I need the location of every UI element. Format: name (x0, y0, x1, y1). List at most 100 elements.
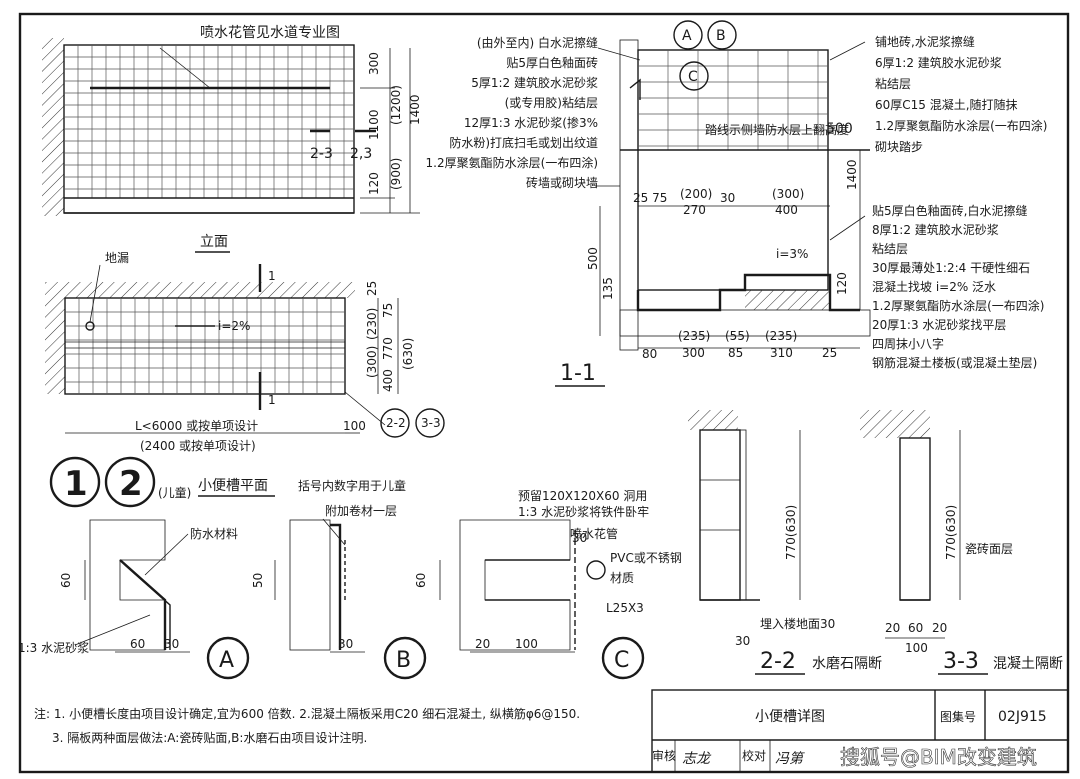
section-1-1: A B C 踏线示侧墙防水层上翻高度 500 i=3% 25 75 (200) … (555, 20, 871, 387)
dim-770: 770 (381, 337, 395, 360)
review-signature: 志龙 (682, 751, 712, 767)
sheet-frame (18, 12, 1070, 774)
dim-1200: (1200) (389, 85, 403, 125)
detail-c: 预留120X120X60 洞用 1:3 水泥砂浆将铁件卧牢 喷水花管 PVC或不… (414, 489, 682, 680)
length-note: L<6000 或按单项设计 (135, 419, 258, 433)
section-2-2-name: 水磨石隔断 (812, 656, 882, 672)
dim-100: 100 (343, 419, 366, 433)
dim-1100: 1100 (367, 109, 381, 140)
elevation-title: 立面 (200, 234, 228, 250)
dim-770c: 770(630) (944, 505, 958, 560)
layer-label: 铺地砖,水泥浆擦缝 (875, 34, 975, 49)
dim-500-top: 500 (826, 121, 853, 137)
layer-label: 60厚C15 混凝土,随打随抹 (875, 97, 1018, 112)
dim-33-60: 60 (908, 621, 923, 635)
spray-pipe-label: 喷水花管 (570, 526, 618, 541)
detail-b: 附加卷材一层 50 30 B (251, 503, 427, 680)
layer-label: 贴5厚白色釉面砖 (506, 55, 598, 70)
pvc-label: PVC或不锈钢 (610, 551, 682, 565)
check-signature: 冯第 (775, 751, 805, 767)
ref-circle-3-3 (415, 408, 445, 438)
dim-235b: (235) (765, 329, 797, 343)
dim-400: 400 (381, 369, 395, 392)
dim-1400b: 1400 (845, 159, 859, 190)
dim-770b: 770(630) (784, 505, 798, 560)
title-block: 小便槽详图 图集号 02J915 审核 志龙 校对 冯第 (651, 689, 1069, 773)
layer-label: 20厚1:3 水泥砂浆找平层 (872, 317, 1006, 332)
sec-ref-b: B (716, 28, 726, 44)
detail-c-label: C (614, 648, 629, 673)
dim-a-30: 30 (164, 637, 179, 651)
wall-hatch-left (42, 38, 64, 216)
ref-3-3-text: 3-3 (421, 416, 441, 430)
layer-label: 粘结层 (875, 76, 911, 91)
pvc-label-2: 材质 (610, 571, 634, 585)
extra-layer-label: 附加卷材一层 (325, 503, 397, 518)
dim-c-20: 20 (475, 637, 490, 651)
spray-pipe-icon (586, 560, 606, 580)
plan-title-block: 1 2 (儿童) 小便槽平面 括号内数字用于儿童 (49, 456, 406, 508)
dim-33-100: 100 (905, 641, 928, 655)
dim-55: (55) (725, 329, 750, 343)
child-label: (儿童) (158, 485, 191, 500)
dim-230: (230) (365, 308, 379, 340)
review-label: 审核 (652, 748, 676, 763)
curb-note: 踏线示侧墙防水层上翻高度 (705, 122, 849, 137)
dim-25-75: 25 75 (633, 191, 667, 205)
layer-label: 砌块踏步 (875, 140, 923, 154)
detail-b-label: B (396, 648, 411, 673)
slope-label: i=2% (218, 319, 250, 333)
dim-25b: 25 (822, 346, 837, 360)
dim-630: (630) (401, 338, 415, 370)
dim-85: 85 (728, 346, 743, 360)
layer-label: 8厚1:2 建筑胶水泥砂浆 (872, 222, 999, 237)
floor-drain-label: 地漏 (105, 251, 129, 265)
embed-label: 埋入楼地面30 (760, 616, 835, 631)
dim-135: 135 (601, 277, 615, 300)
layer-label: 钢筋混凝土楼板(或混凝土垫层) (872, 355, 1037, 370)
layer-label: 贴5厚白色釉面砖,白水泥擦缝 (872, 203, 1027, 218)
section-2-2-title: 2-2 (760, 649, 796, 674)
circle-2-label: 2 (119, 464, 143, 504)
dim-300c: (300) (772, 187, 804, 201)
dim-310: 310 (770, 346, 793, 360)
dim-900: (900) (389, 158, 403, 190)
dim-c-100: 100 (515, 637, 538, 651)
length-note-2: (2400 或按单项设计) (140, 439, 256, 453)
dim-30-top: 30 (720, 191, 735, 205)
layer-label: 1.2厚聚氨酯防水涂层(一布四涂) (426, 155, 598, 170)
drawing-title: 小便槽详图 (755, 709, 825, 725)
layer-label: 混凝土找坡 i=2% 泛水 (872, 279, 996, 294)
layer-label: 1.2厚聚氨酯防水涂层(一布四涂) (872, 298, 1044, 313)
waterproof-label: 防水材料 (190, 526, 238, 541)
bracket-note: 括号内数字用于儿童 (298, 478, 406, 493)
layer-label: 30厚最薄处1:2:4 干硬性细石 (872, 260, 1030, 275)
dim-80: 80 (642, 347, 657, 361)
check-label: 校对 (742, 748, 766, 763)
section-3-3: 770(630) 瓷砖面层 20 60 20 100 3-3 混凝土隔断 (860, 410, 1063, 675)
dim-c-60: 60 (414, 573, 428, 588)
mortar-label: 1:3 水泥砂浆 (18, 640, 89, 655)
dim-120: 120 (367, 172, 381, 195)
dim-1400: 1400 (408, 94, 422, 125)
layer-label: 防水粉)打底扫毛或划出纹道 (449, 135, 598, 150)
ref-circle-2-2 (380, 408, 410, 438)
section-mark-1b: 1 (268, 393, 276, 407)
layer-label: (由外至内) 白水泥擦缝 (477, 35, 598, 50)
layer-label: 四周抹小八字 (872, 336, 944, 351)
dim-235: (235) (678, 329, 710, 343)
atlas-label: 图集号 (940, 709, 976, 724)
sec-ref-c: C (688, 69, 698, 85)
reserve-note-2: 1:3 水泥砂浆将铁件卧牢 (518, 504, 649, 519)
note-line-2: 3. 隔板两种面层做法:A:瓷砖贴面,B:水磨石由项目设计注明. (52, 730, 367, 745)
dim-75: 75 (381, 303, 395, 318)
dim-200: (200) (680, 187, 712, 201)
ref-2-3b: 2,3 (350, 146, 372, 162)
sec-ref-a: A (682, 28, 692, 44)
plan-view: 地漏 i=2% 1 1 25 75 (230) 770 (300) 400 (6… (45, 251, 445, 453)
dim-300b: (300) (365, 346, 379, 378)
note-line-1: 注: 1. 小便槽长度由项目设计确定,宜为600 倍数. 2.混凝土隔板采用C2… (34, 706, 580, 721)
tile-face-label: 瓷砖面层 (965, 541, 1013, 556)
